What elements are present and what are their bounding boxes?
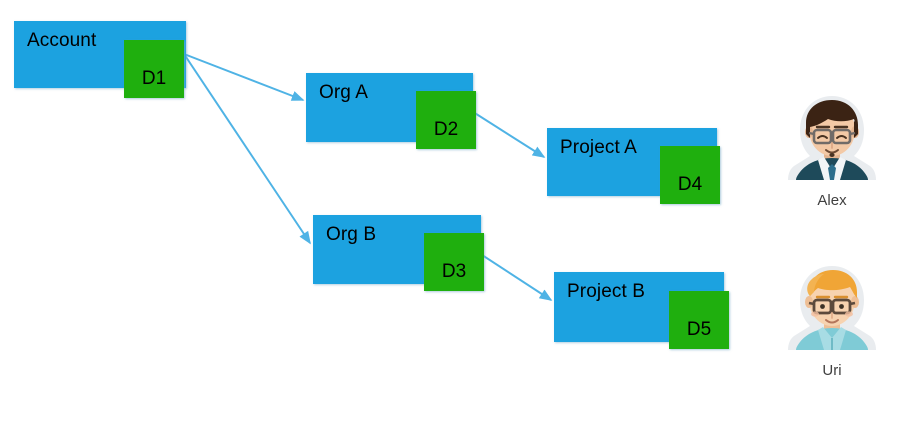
node-org-b-badge-d3[interactable]: D3 [424, 233, 484, 291]
node-project-b-label: Project B [567, 281, 645, 302]
node-project-a[interactable]: Project A D4 [547, 128, 720, 204]
node-org-a-badge-d2[interactable]: D2 [416, 91, 476, 149]
person-uri[interactable]: Uri [784, 258, 880, 379]
edge-org-b-to-project-b [478, 252, 553, 301]
node-account-label: Account [27, 30, 97, 51]
node-project-a-badge-label: D4 [677, 174, 703, 195]
node-project-a-label: Project A [560, 137, 637, 158]
node-project-b-badge-label: D5 [686, 319, 712, 340]
node-org-a-label: Org A [319, 82, 369, 103]
node-account-badge-label: D1 [141, 68, 167, 89]
edge-org-a-to-project-a [469, 109, 546, 158]
node-project-b[interactable]: Project B D5 [554, 272, 729, 349]
node-org-b-label: Org B [326, 224, 377, 245]
node-org-a[interactable]: Org A D2 [306, 73, 476, 149]
edge-account-to-org-a [183, 53, 305, 101]
avatar-male-blond-hair-glasses-icon [788, 266, 876, 350]
node-org-b-badge-label: D3 [441, 261, 467, 282]
node-project-b-badge-d5[interactable]: D5 [669, 291, 729, 349]
avatar-male-dark-hair-glasses-icon [788, 96, 876, 180]
node-org-b[interactable]: Org B D3 [313, 215, 484, 291]
node-project-a-badge-d4[interactable]: D4 [660, 146, 720, 204]
node-account[interactable]: Account D1 [14, 21, 186, 98]
person-alex-name: Alex [817, 192, 847, 209]
node-account-badge-d1[interactable]: D1 [124, 40, 184, 98]
node-org-a-badge-label: D2 [433, 119, 459, 140]
person-uri-name: Uri [822, 362, 842, 379]
person-alex[interactable]: Alex [784, 88, 880, 209]
edge-account-to-org-b [183, 53, 311, 245]
